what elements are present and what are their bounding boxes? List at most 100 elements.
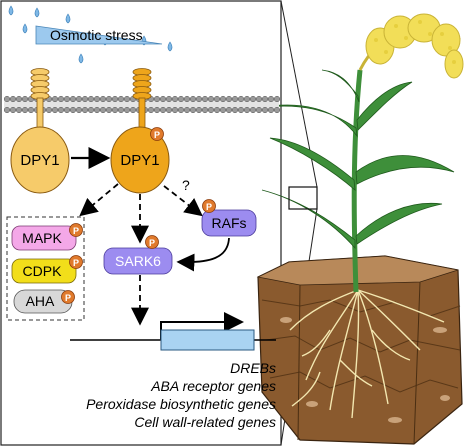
phospho-mapk: P (69, 223, 83, 237)
lipid-head (69, 95, 77, 103)
lipid-head (51, 95, 59, 103)
lipid-head (99, 95, 107, 103)
lipid-head (9, 106, 17, 114)
lipid-head (189, 95, 197, 103)
lipid-head (225, 95, 233, 103)
lipid-head (159, 95, 167, 103)
svg-text:P: P (154, 130, 160, 140)
sark6-label: SARK6 (115, 253, 161, 269)
rafs-label: RAFs (212, 215, 247, 231)
lipid-head (237, 106, 245, 114)
lipid-head (153, 106, 161, 114)
cdpk-node (11, 258, 77, 284)
rafs-node (201, 209, 257, 237)
lipid-head (81, 95, 89, 103)
lipid-head (45, 106, 53, 114)
lipid-head (249, 106, 257, 114)
lipid-head (219, 106, 227, 114)
root-system (289, 289, 445, 419)
lipid-head (123, 106, 131, 114)
rafs-to-sark6-arrow (176, 237, 230, 272)
lipid-head (267, 106, 275, 114)
target-gene-box (160, 329, 255, 351)
lipid-head (177, 95, 185, 103)
lipid-head (249, 95, 257, 103)
dashed-arrow-to-kinases (79, 183, 119, 217)
lipid-head (105, 106, 113, 114)
lipid-head (21, 106, 29, 114)
lipid-head (99, 106, 107, 114)
lipid-head (63, 106, 71, 114)
lipid-head (75, 106, 83, 114)
gene-label-cellwall: Cell wall-related genes (134, 414, 276, 430)
svg-text:P: P (206, 202, 212, 212)
dashed-arrow-to-rafs (163, 185, 203, 217)
lipid-head (201, 95, 209, 103)
lipid-head (69, 106, 77, 114)
lipid-head (93, 95, 101, 103)
sorghum-plant-illustration (256, 13, 464, 445)
lipid-head (171, 95, 179, 103)
receptor-left-tm (30, 68, 50, 131)
lipid-head (261, 106, 269, 114)
lipid-head (231, 95, 239, 103)
lipid-head (231, 106, 239, 114)
lipid-head (267, 95, 275, 103)
soil-block (256, 255, 463, 445)
phospho-sark6: P (145, 235, 159, 249)
phospho-dpy1: P (150, 127, 164, 141)
osmotic-stress-label: Osmotic stress (50, 27, 143, 43)
lipid-head (129, 106, 137, 114)
lipid-head (93, 106, 101, 114)
lipid-head (87, 95, 95, 103)
lipid-head (243, 106, 251, 114)
receptor-right-tm (132, 68, 152, 131)
lipid-head (237, 95, 245, 103)
mapk-label: MAPK (22, 230, 62, 246)
lipid-head (219, 95, 227, 103)
lipid-head (57, 106, 65, 114)
svg-text:P: P (73, 258, 79, 268)
dpy1-inactive-label: DPY1 (20, 152, 59, 169)
phospho-cdpk: P (69, 255, 83, 269)
lipid-head (201, 106, 209, 114)
aha-label: AHA (26, 293, 55, 309)
lipid-head (15, 106, 23, 114)
phospho-aha: P (61, 290, 75, 304)
cdpk-label: CDPK (23, 263, 63, 279)
lipid-head (87, 106, 95, 114)
phospho-rafs: P (202, 199, 216, 213)
lipid-head (183, 95, 191, 103)
lipid-head (213, 106, 221, 114)
dpy1-active-label: DPY1 (120, 152, 159, 169)
lipid-head (195, 106, 203, 114)
lipid-head (57, 95, 65, 103)
lipid-head (81, 106, 89, 114)
mapk-node (11, 225, 77, 251)
dpy1-active-node (110, 126, 170, 194)
lipid-head (51, 106, 59, 114)
lipid-head (117, 95, 125, 103)
lipid-head (177, 106, 185, 114)
lipid-head (171, 106, 179, 114)
lipid-head (207, 95, 215, 103)
lipid-head (213, 95, 221, 103)
osmotic-stress-wedge (35, 25, 163, 45)
svg-text:P: P (65, 293, 71, 303)
lipid-head (147, 106, 155, 114)
lipid-head (273, 106, 281, 114)
water-drops (8, 5, 173, 64)
svg-text:P: P (149, 238, 155, 248)
lipid-head (261, 95, 269, 103)
sark6-node (103, 247, 173, 275)
leaves (257, 69, 455, 250)
kinase-group-box (6, 216, 85, 321)
panicle (358, 13, 464, 79)
lipid-head (21, 95, 29, 103)
lipid-head (3, 95, 11, 103)
gene-label-aba: ABA receptor genes (150, 378, 276, 394)
gene-label-drebs: DREBs (230, 360, 276, 376)
lipid-head (123, 95, 131, 103)
lipid-head (207, 106, 215, 114)
